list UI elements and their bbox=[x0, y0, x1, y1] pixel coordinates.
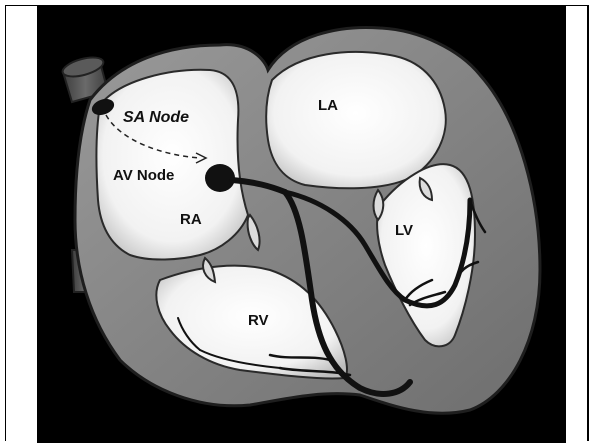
label-la: LA bbox=[318, 97, 338, 114]
label-sa-node: SA Node bbox=[123, 109, 189, 126]
left-atrium-chamber bbox=[266, 52, 446, 188]
label-rv: RV bbox=[248, 312, 269, 329]
label-ra: RA bbox=[180, 211, 202, 228]
label-lv: LV bbox=[395, 222, 413, 239]
right-atrium-chamber bbox=[96, 70, 248, 260]
label-av-node: AV Node bbox=[113, 167, 174, 184]
